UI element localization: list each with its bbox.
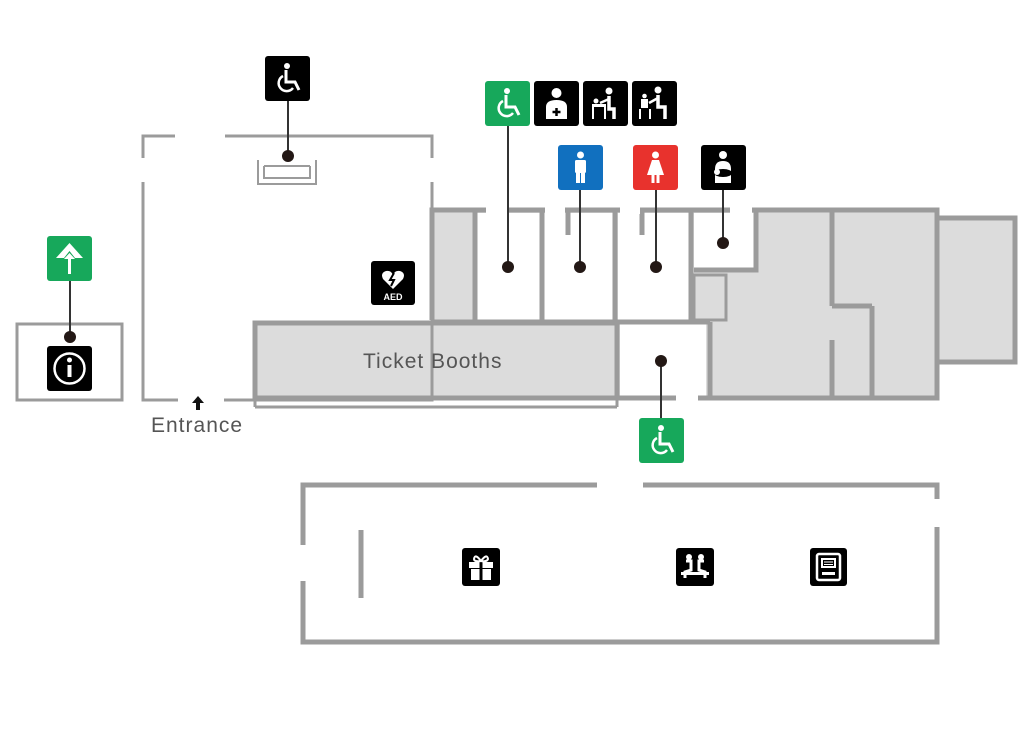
nursing-room-icon[interactable] xyxy=(701,145,746,190)
accessible-restroom-icon-2[interactable] xyxy=(639,418,684,463)
womens-restroom-icon[interactable] xyxy=(633,145,678,190)
aed-icon[interactable]: AED xyxy=(371,261,415,305)
coin-locker-icon[interactable] xyxy=(810,548,847,586)
leader-lines xyxy=(69,101,724,418)
entrance-arrow-icon xyxy=(192,396,204,410)
information-icon[interactable] xyxy=(47,346,92,391)
accessible-restroom-icon[interactable] xyxy=(485,81,530,126)
elevator-platform xyxy=(257,160,317,185)
walls xyxy=(15,134,1018,645)
guest-services-icon[interactable] xyxy=(47,236,92,281)
wheelchair-elevator-icon[interactable] xyxy=(265,56,310,101)
rest-area-icon[interactable] xyxy=(676,548,714,586)
mens-restroom-icon[interactable] xyxy=(558,145,603,190)
ostomate-icon[interactable] xyxy=(534,81,579,126)
ticket-booths-label: Ticket Booths xyxy=(363,350,503,373)
gift-shop-icon[interactable] xyxy=(462,548,500,586)
entrance-label: Entrance xyxy=(151,414,244,437)
baby-changing-icon[interactable] xyxy=(583,81,628,126)
aed-label: AED xyxy=(383,292,403,302)
baby-chair-icon[interactable] xyxy=(632,81,677,126)
location-dots xyxy=(64,150,729,367)
door-openings xyxy=(139,133,941,598)
